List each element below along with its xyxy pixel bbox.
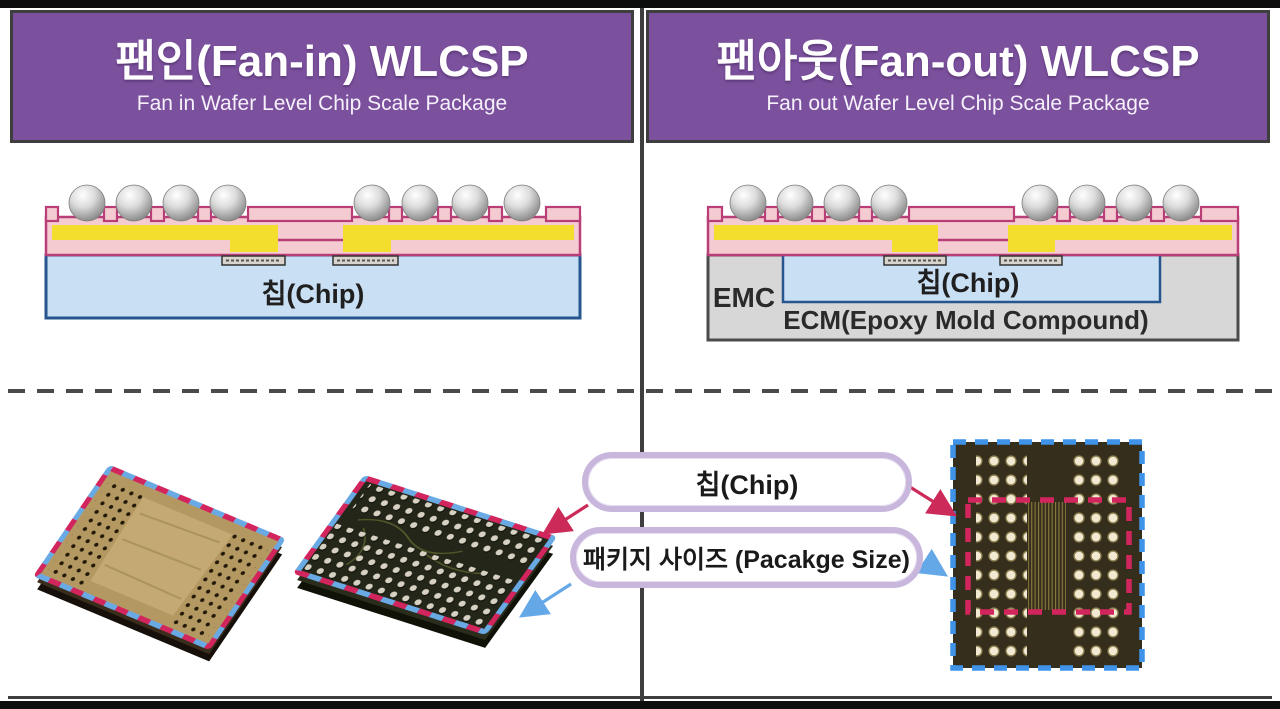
fan-out-top-view-photo: [950, 439, 1145, 671]
fan-in-rdl-tabs: [44, 205, 582, 223]
fan-out-subtitle: Fan out Wafer Level Chip Scale Package: [766, 91, 1150, 115]
fan-out-photo-outline-dashes: [294, 476, 556, 635]
callout-arrows: [518, 485, 958, 618]
fan-out-metal-layer: [714, 225, 1232, 252]
fan-in-metal-layer: [52, 225, 574, 252]
package-size-callout-pill: 패키지 사이즈 (Pacakge Size): [570, 527, 923, 588]
fan-out-cross-section: EMC 칩(Chip) ECM(Epoxy Mold Compound): [706, 184, 1240, 342]
fan-in-header: 팬인(Fan-in) WLCSP Fan in Wafer Level Chip…: [10, 10, 634, 143]
chip-callout-pill: 칩(Chip): [582, 452, 912, 512]
fan-in-title: 팬인(Fan-in) WLCSP: [115, 36, 529, 86]
fan-in-photo-outline-dashes: [34, 466, 285, 649]
top-black-bar: [0, 0, 1280, 8]
fan-out-solder-balls: [729, 184, 1200, 222]
fan-out-package-photo: [294, 476, 556, 648]
cross-section-layer: 칩(Chip): [44, 184, 1240, 342]
package-size-callout-label: 패키지 사이즈 (Pacakge Size): [583, 545, 910, 574]
fan-out-bond-pads: [883, 255, 1063, 266]
chip-callout-label: 칩(Chip): [695, 469, 799, 500]
fan-out-emc-label: EMC: [713, 282, 775, 313]
fan-in-package-photo: [34, 466, 285, 662]
fan-in-cross-section: 칩(Chip): [44, 184, 582, 320]
fan-out-rdl-tabs: [706, 205, 1240, 223]
dashed-horizontal-divider: [8, 389, 1272, 393]
fan-out-chip-body: [781, 253, 1162, 304]
package-size-arrow-left: [518, 582, 572, 618]
fan-in-chip-label: 칩(Chip): [262, 279, 365, 309]
center-vertical-divider: [640, 8, 644, 701]
fan-in-bond-pads: [221, 255, 399, 266]
fan-out-title: 팬아웃(Fan-out) WLCSP: [716, 36, 1200, 86]
fan-in-solder-balls: [68, 184, 541, 222]
fan-out-header: 팬아웃(Fan-out) WLCSP Fan out Wafer Level C…: [646, 10, 1270, 143]
fan-out-chip-label: 칩(Chip): [917, 268, 1020, 298]
package-size-arrow-right: [916, 548, 949, 577]
package-outline-dashed-blue: [950, 439, 1145, 671]
chip-arrow-left: [541, 503, 589, 535]
package-photos-layer: [34, 439, 1145, 671]
fan-out-mold-label: ECM(Epoxy Mold Compound): [783, 305, 1148, 335]
rdl-traces: [1028, 502, 1066, 610]
chip-outline-dashed-red: [965, 497, 1132, 615]
fan-in-subtitle: Fan in Wafer Level Chip Scale Package: [136, 91, 508, 115]
bottom-black-bar: [0, 701, 1280, 709]
chip-arrow-right: [909, 485, 958, 517]
